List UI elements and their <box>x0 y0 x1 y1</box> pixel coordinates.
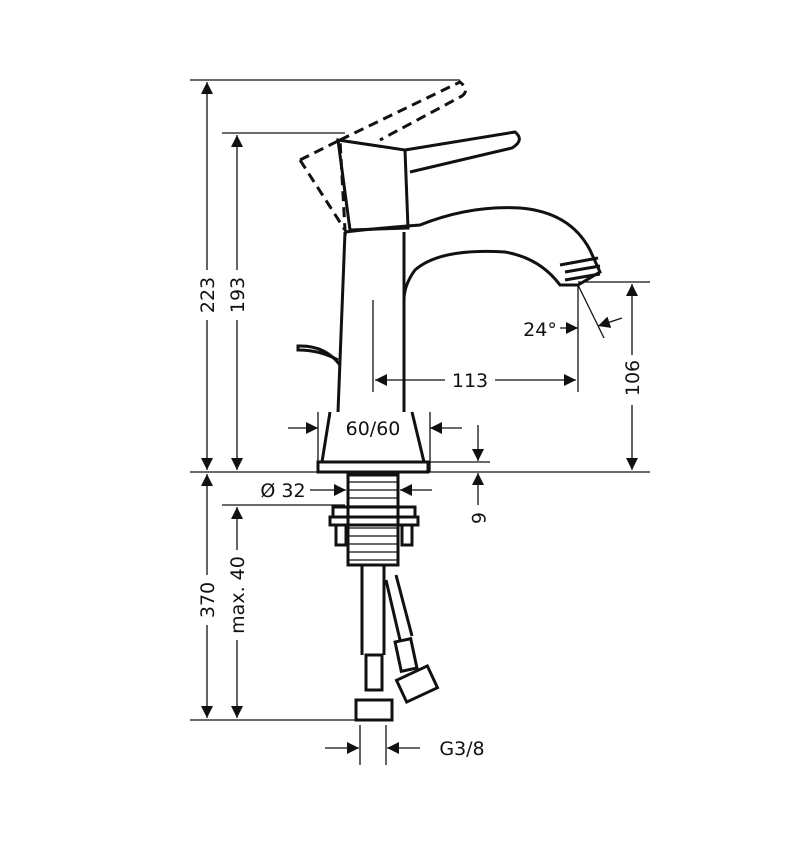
label-370: 370 <box>197 582 219 618</box>
label-6: 6 <box>467 512 489 524</box>
label-24-degrees: 24° <box>523 319 557 341</box>
supply-hoses <box>354 565 440 722</box>
lever-alternate-position <box>297 80 467 236</box>
label-106: 106 <box>622 360 644 396</box>
label-diameter-32: Ø 32 <box>260 480 305 502</box>
label-g3-8: G3/8 <box>439 738 484 760</box>
mounting-thread <box>328 473 420 567</box>
label-max-40: max. 40 <box>227 556 249 634</box>
angle-line-24 <box>577 284 605 339</box>
label-193: 193 <box>227 277 249 313</box>
label-223: 223 <box>197 277 219 313</box>
label-60-60: 60/60 <box>346 418 401 440</box>
label-113: 113 <box>452 370 488 392</box>
angle-arrow-right <box>597 316 623 328</box>
